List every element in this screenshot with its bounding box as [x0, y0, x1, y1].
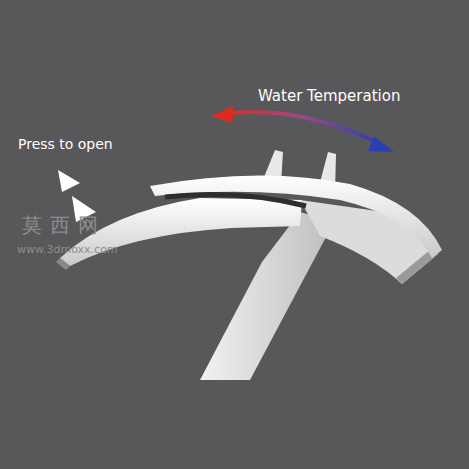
faucet-body	[300, 200, 438, 284]
watermark-url: www.3dmoxx.com	[17, 243, 118, 256]
watermark: 莫西网	[22, 212, 106, 239]
arrow-head	[211, 106, 234, 123]
arrow-head	[368, 136, 394, 152]
faucet-stem	[200, 212, 334, 380]
lever-groove	[165, 194, 306, 206]
temperature-arrow	[222, 112, 382, 145]
spout-tip	[56, 258, 70, 270]
press-label: Press to open	[18, 136, 113, 152]
temperature-label: Water Temperation	[258, 87, 400, 105]
faucet-lever	[150, 175, 442, 258]
press-marker	[58, 170, 80, 192]
